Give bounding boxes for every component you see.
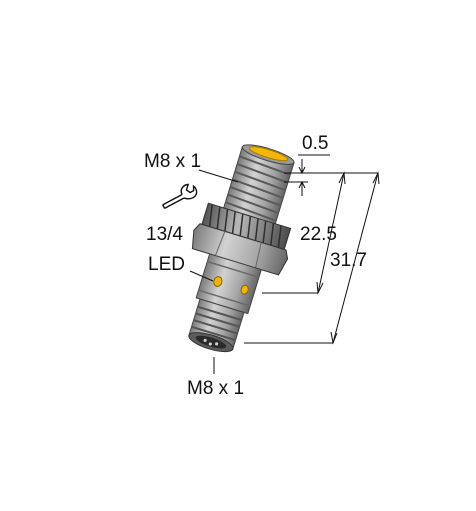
- dimension-lines: [244, 154, 380, 345]
- dim-length-to-nut: 22.5: [300, 224, 337, 245]
- sensing-face-led-ring: [248, 146, 289, 162]
- dim-face-offset: 0.5: [302, 133, 328, 154]
- wrench-size-label: 13/4: [146, 224, 183, 245]
- thread-bottom-label: M8 x 1: [187, 378, 244, 399]
- sensor-body: [188, 144, 295, 353]
- led-label: LED: [148, 254, 185, 275]
- label-leaders: [189, 169, 239, 374]
- lock-washer: [201, 202, 292, 251]
- dim-overall-length: 31.7: [330, 250, 367, 271]
- upper-thread: [221, 144, 295, 229]
- status-led-secondary: [240, 284, 249, 295]
- status-led: [213, 276, 223, 287]
- wrench-icon: [162, 183, 198, 209]
- m8-connector: [188, 298, 245, 353]
- lower-barrel: [195, 253, 262, 315]
- hex-nut: [191, 223, 289, 276]
- thread-top-label: M8 x 1: [144, 151, 201, 172]
